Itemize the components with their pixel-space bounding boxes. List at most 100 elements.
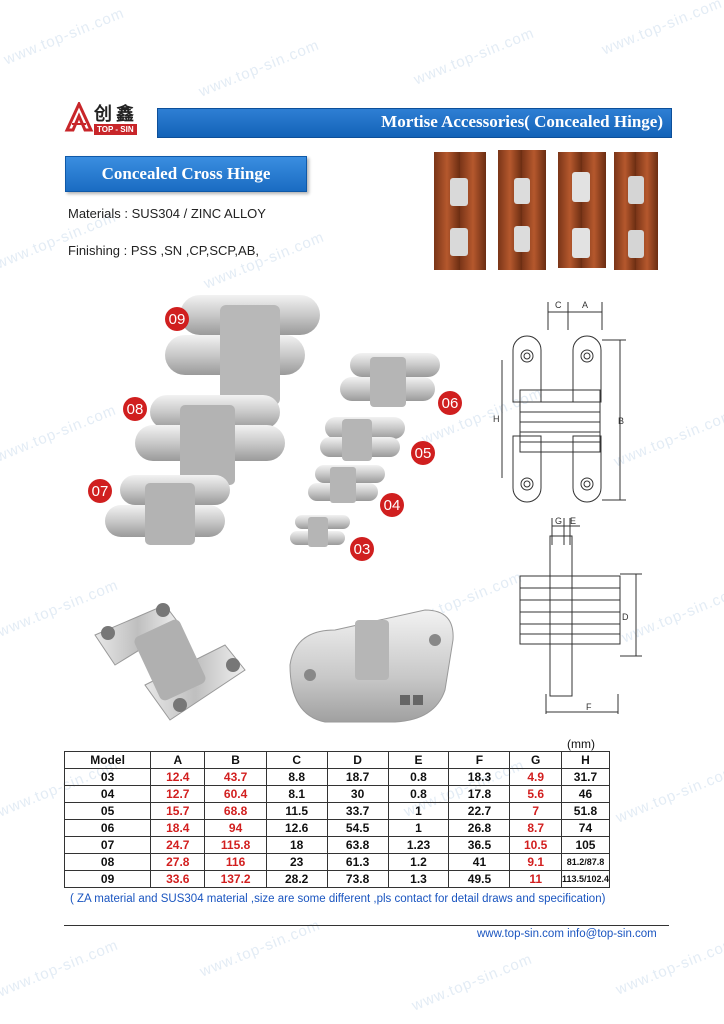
header-e: E <box>387 751 450 769</box>
cell-e: 1.2 <box>387 853 450 871</box>
cell-c: 23 <box>265 853 328 871</box>
footer-divider <box>64 925 669 926</box>
size-badge-label: 07 <box>92 483 109 500</box>
cell-h: 51.8 <box>560 802 611 820</box>
cell-b: 68.8 <box>204 802 267 820</box>
dim-label-b: B <box>618 416 624 426</box>
cell-f: 36.5 <box>448 836 511 854</box>
cell-h: 81.2/87.8 <box>560 853 611 871</box>
table-row: 05 15.7 68.8 11.5 33.7 1 22.7 7 51.8 <box>63 802 611 820</box>
material-note: ( ZA material and SUS304 material ,size … <box>70 893 606 905</box>
cell-a: 15.7 <box>150 802 206 820</box>
table-row: 07 24.7 115.8 18 63.8 1.23 36.5 10.5 105 <box>63 836 611 854</box>
dim-label-e: E <box>570 516 576 526</box>
cell-a: 24.7 <box>150 836 206 854</box>
cell-d: 33.7 <box>326 802 389 820</box>
logo-english-text: TOP - SIN <box>94 124 137 135</box>
unit-label: (mm) <box>567 737 595 751</box>
watermark: www.top-sin.com <box>409 950 535 1015</box>
brand-logo: 创鑫 TOP - SIN <box>64 100 164 140</box>
table-header-row: Model A B C D E F G H <box>63 751 611 769</box>
cell-e: 0.8 <box>387 785 450 803</box>
cell-f: 22.7 <box>448 802 511 820</box>
cell-model: 04 <box>63 785 152 803</box>
size-badge-label: 03 <box>354 541 371 558</box>
cell-a: 12.4 <box>150 768 206 786</box>
cell-b: 94 <box>204 819 267 837</box>
size-badge-04: 04 <box>380 493 404 517</box>
size-badge-07: 07 <box>88 479 112 503</box>
size-badge-label: 08 <box>127 401 144 418</box>
cell-a: 33.6 <box>150 870 206 888</box>
cell-h: 113.5/102.4 <box>560 870 611 888</box>
cell-e: 1.23 <box>387 836 450 854</box>
cell-model: 05 <box>63 802 152 820</box>
watermark: www.top-sin.com <box>197 916 323 981</box>
cell-h: 46 <box>560 785 611 803</box>
cell-f: 49.5 <box>448 870 511 888</box>
cell-d: 18.7 <box>326 768 389 786</box>
watermark: www.top-sin.com <box>613 934 724 999</box>
cell-c: 28.2 <box>265 870 328 888</box>
product-title-box: Concealed Cross Hinge <box>65 156 307 192</box>
cell-e: 1.3 <box>387 870 450 888</box>
size-badge-03: 03 <box>350 537 374 561</box>
cell-f: 26.8 <box>448 819 511 837</box>
size-badge-06: 06 <box>438 391 462 415</box>
door-installation-photo <box>434 150 658 270</box>
dim-label-f: F <box>586 702 592 712</box>
cell-e: 1 <box>387 802 450 820</box>
dim-label-a: A <box>582 300 588 310</box>
logo-mark-icon <box>64 102 94 132</box>
table-row: 04 12.7 60.4 8.1 30 0.8 17.8 5.6 46 <box>63 785 611 803</box>
size-badge-05: 05 <box>411 441 435 465</box>
cell-a: 27.8 <box>150 853 206 871</box>
watermark: www.top-sin.com <box>1 4 127 69</box>
cell-c: 11.5 <box>265 802 328 820</box>
table-row: 03 12.4 43.7 8.8 18.7 0.8 18.3 4.9 31.7 <box>63 768 611 786</box>
cell-h: 31.7 <box>560 768 611 786</box>
technical-drawing: C A H B G E D F <box>493 300 642 714</box>
size-badge-09: 09 <box>165 307 189 331</box>
cell-e: 1 <box>387 819 450 837</box>
size-badge-08: 08 <box>123 397 147 421</box>
cell-b: 116 <box>204 853 267 871</box>
cell-b: 60.4 <box>204 785 267 803</box>
table-row: 08 27.8 116 23 61.3 1.2 41 9.1 81.2/87.8 <box>63 853 611 871</box>
watermark: www.top-sin.com <box>599 0 724 59</box>
cell-f: 18.3 <box>448 768 511 786</box>
materials-text: Materials : SUS304 / ZINC ALLOY <box>68 206 266 221</box>
finishing-text: Finishing : PSS ,SN ,CP,SCP,AB, <box>68 243 259 258</box>
cell-model: 06 <box>63 819 152 837</box>
cell-g: 9.1 <box>509 853 562 871</box>
hinge-sizes-photo: 09 08 07 06 05 04 03 <box>88 295 462 561</box>
cell-g: 11 <box>509 870 562 888</box>
dim-label-g: G <box>555 516 562 526</box>
cell-a: 18.4 <box>150 819 206 837</box>
cell-f: 17.8 <box>448 785 511 803</box>
watermark: www.top-sin.com <box>411 24 537 89</box>
cell-f: 41 <box>448 853 511 871</box>
cell-c: 12.6 <box>265 819 328 837</box>
cell-c: 18 <box>265 836 328 854</box>
cell-model: 07 <box>63 836 152 854</box>
cell-g: 5.6 <box>509 785 562 803</box>
dim-label-h: H <box>493 414 500 424</box>
size-badge-label: 04 <box>384 497 401 514</box>
cell-h: 74 <box>560 819 611 837</box>
watermark: www.top-sin.com <box>0 936 121 1001</box>
cell-d: 30 <box>326 785 389 803</box>
cell-e: 0.8 <box>387 768 450 786</box>
header-c: C <box>265 751 328 769</box>
dim-label-c: C <box>555 300 562 310</box>
section-title: Mortise Accessories( Concealed Hinge) <box>381 112 663 131</box>
header-f: F <box>448 751 511 769</box>
table-row: 06 18.4 94 12.6 54.5 1 26.8 8.7 74 <box>63 819 611 837</box>
footer-contact: www.top-sin.com info@top-sin.com <box>477 928 657 940</box>
watermark: www.top-sin.com <box>196 36 322 101</box>
watermark: www.top-sin.com <box>201 228 327 293</box>
size-badge-label: 09 <box>169 311 186 328</box>
cell-g: 7 <box>509 802 562 820</box>
cell-d: 73.8 <box>326 870 389 888</box>
header-d: D <box>326 751 389 769</box>
